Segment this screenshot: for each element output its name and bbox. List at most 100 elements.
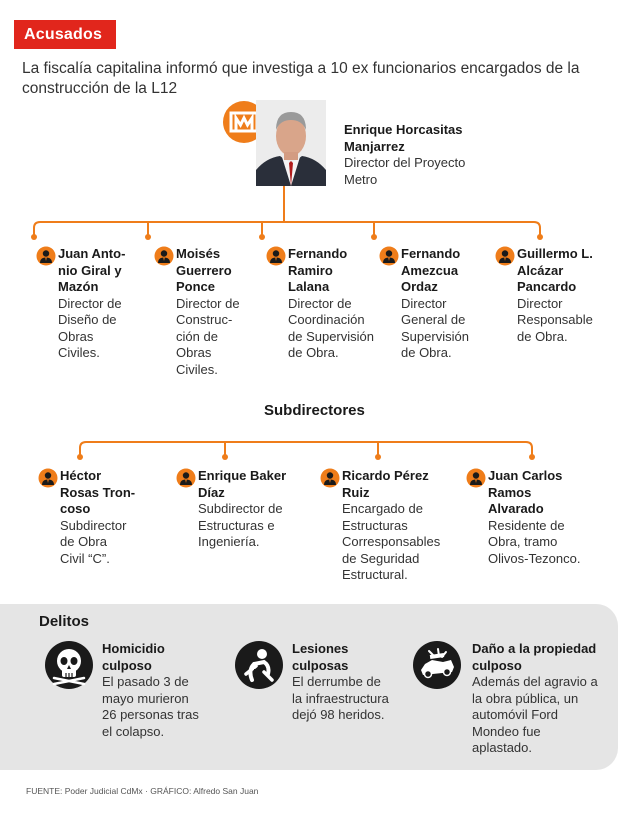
person-name: Ordaz: [401, 279, 438, 294]
person-role: Obra, tramo: [488, 534, 558, 549]
crime-name: Homicidio: [102, 641, 165, 656]
person-name: Enrique Horcasitas: [344, 122, 463, 137]
person-name: Alvarado: [488, 501, 544, 516]
person-role: Encargado de: [342, 501, 423, 516]
person-name: Juan Anto-: [58, 246, 126, 261]
crime-description: El derrumbe de: [292, 674, 381, 689]
person-name: Fernando: [288, 246, 348, 261]
person-name: Ramiro: [288, 262, 333, 278]
person-name: Alcázar: [517, 262, 564, 278]
person-icon: [38, 468, 58, 488]
person-name: Manjarrez: [344, 138, 405, 154]
org-chart-lines: [31, 186, 543, 460]
person-role: Supervisión: [401, 328, 469, 344]
person-role: Civil “C”.: [60, 550, 110, 566]
person-role: Construc-: [176, 312, 233, 327]
person-role: Ingeniería.: [198, 534, 260, 549]
subdirector-bracket: [79, 441, 533, 456]
person-name: Ricardo Pérez: [342, 468, 429, 483]
crushed-car-icon: [413, 641, 461, 689]
person-role: ción de: [176, 328, 218, 344]
person-role: de Obra.: [288, 345, 339, 360]
crimes-panel: [0, 604, 618, 770]
section-tag: Acusados: [14, 20, 117, 49]
crime-description: El pasado 3 de: [102, 674, 189, 689]
crime-name: Lesiones: [292, 641, 349, 656]
person-role: de Seguridad: [342, 550, 420, 566]
person-name: Mazón: [58, 279, 99, 294]
person-role: Director: [401, 295, 447, 311]
director-bracket: [33, 221, 541, 236]
person-role: de Supervisión: [288, 328, 374, 344]
crime-description: aplastado.: [472, 740, 532, 755]
person-role: Director: [517, 295, 563, 311]
person-name: Rosas Tron-: [60, 484, 136, 500]
crime-name: culposo: [472, 657, 522, 673]
person-name: Ponce: [176, 279, 216, 294]
crime-description: mayo murieron: [102, 690, 189, 706]
person-role: Coordinación: [288, 312, 365, 327]
crime-description: la infraestructura: [292, 690, 389, 706]
person-role: Metro: [344, 171, 378, 187]
person-role: Olivos-Tezonco.: [488, 550, 581, 566]
person-name: coso: [60, 501, 91, 516]
person-role: de Obra.: [401, 345, 452, 360]
skull-icon: [45, 641, 93, 689]
injured-person-icon: [235, 641, 283, 689]
source-credit: FUENTE: Poder Judicial CdMx · GRÁFICO: A…: [26, 786, 259, 796]
person-name: Ramos: [488, 484, 532, 500]
person-name: Guillermo L.: [517, 246, 593, 261]
person-name: nio Giral y: [58, 262, 122, 278]
person-role: Responsable: [517, 312, 593, 327]
person-icon: [36, 246, 56, 266]
person-name: Juan Carlos: [488, 468, 563, 483]
crime-description: automóvil Ford: [472, 707, 558, 722]
person-icon: [176, 468, 196, 488]
crime-description: el colapso.: [102, 723, 165, 739]
person-name: Guerrero: [176, 262, 232, 278]
top-person: Enrique Horcasitas Manjarrez Director de…: [344, 122, 494, 188]
crime-name: culposo: [102, 657, 152, 673]
person-icon: [379, 246, 399, 266]
person-name: Amezcua: [401, 262, 459, 278]
person-icon: [154, 246, 174, 266]
crime-name: Daño a la propiedad: [472, 641, 597, 656]
subdirectors-title: Subdirectores: [264, 402, 365, 419]
person-role: Subdirector de: [198, 501, 283, 516]
person-role: Civiles.: [176, 361, 218, 377]
crime-description: la obra pública, un: [472, 690, 579, 706]
person-role: Director de: [58, 295, 122, 311]
crime-description: 26 personas tras: [102, 707, 199, 722]
person-role: Obras: [176, 345, 212, 360]
crimes-title: Delitos: [39, 613, 90, 630]
person-role: Diseño de: [58, 312, 117, 327]
person-name: Fernando: [401, 246, 461, 261]
person-role: de Obra.: [517, 328, 568, 344]
person-icon: [266, 246, 286, 266]
person-name: Ruiz: [342, 484, 370, 500]
person-role: Estructuras e: [198, 517, 275, 533]
person-name: Lalana: [288, 279, 330, 294]
person-role: Subdirector: [60, 517, 127, 533]
person-role: Director de: [176, 295, 240, 311]
person-role: Corresponsables: [342, 534, 441, 549]
person-role: Estructuras: [342, 517, 408, 533]
portrait-photo: [256, 100, 326, 186]
person-role: Estructural.: [342, 567, 408, 582]
intro-text: La fiscalía capitalina informó que inves…: [22, 60, 580, 97]
person-icon: [320, 468, 340, 488]
person-name: Héctor: [60, 468, 102, 483]
person-role: Civiles.: [58, 345, 100, 360]
person-name: Enrique Baker: [198, 468, 287, 483]
person-name: Díaz: [198, 484, 225, 500]
crime-description: Además del agravio a: [472, 674, 598, 689]
